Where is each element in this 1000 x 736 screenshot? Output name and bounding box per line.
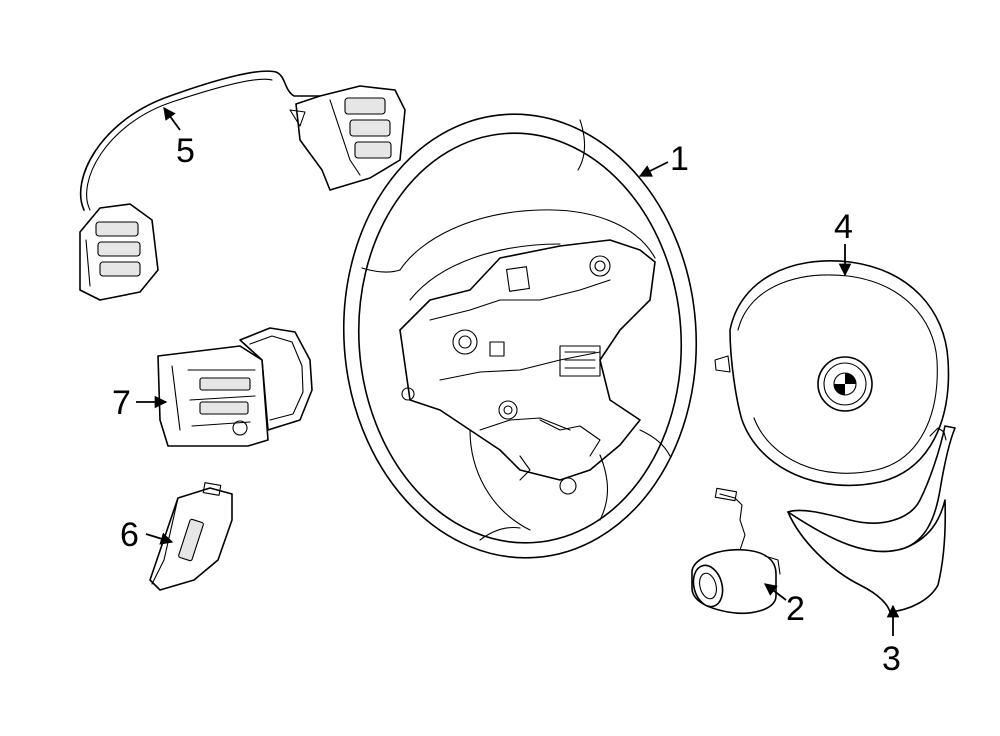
callout-7: 7: [112, 384, 131, 422]
callout-4: 4: [834, 208, 853, 246]
multifunction-switch-harness-part: [79, 70, 406, 301]
callout-6: 6: [120, 516, 139, 554]
callout-3: 3: [882, 640, 901, 678]
airbag-logo: [817, 356, 873, 412]
leader-2: [763, 583, 787, 601]
callout-1: 1: [670, 140, 689, 178]
callout-5: 5: [176, 132, 195, 170]
connector-sensor-part: [691, 487, 781, 614]
callout-2: 2: [786, 590, 805, 628]
leader-1: [638, 161, 669, 177]
lower-trim-cover-part: [787, 425, 956, 613]
small-switch-part: [149, 482, 233, 591]
switch-housing-part: [157, 327, 313, 447]
callout-leaders: [136, 106, 900, 636]
leader-5: [163, 106, 181, 131]
airbag-module-part: [714, 260, 950, 487]
callout-numbers: 1 2 3 4 5 6 7: [112, 132, 901, 678]
steering-wheel-part: [342, 113, 698, 559]
leader-6: [145, 532, 174, 545]
